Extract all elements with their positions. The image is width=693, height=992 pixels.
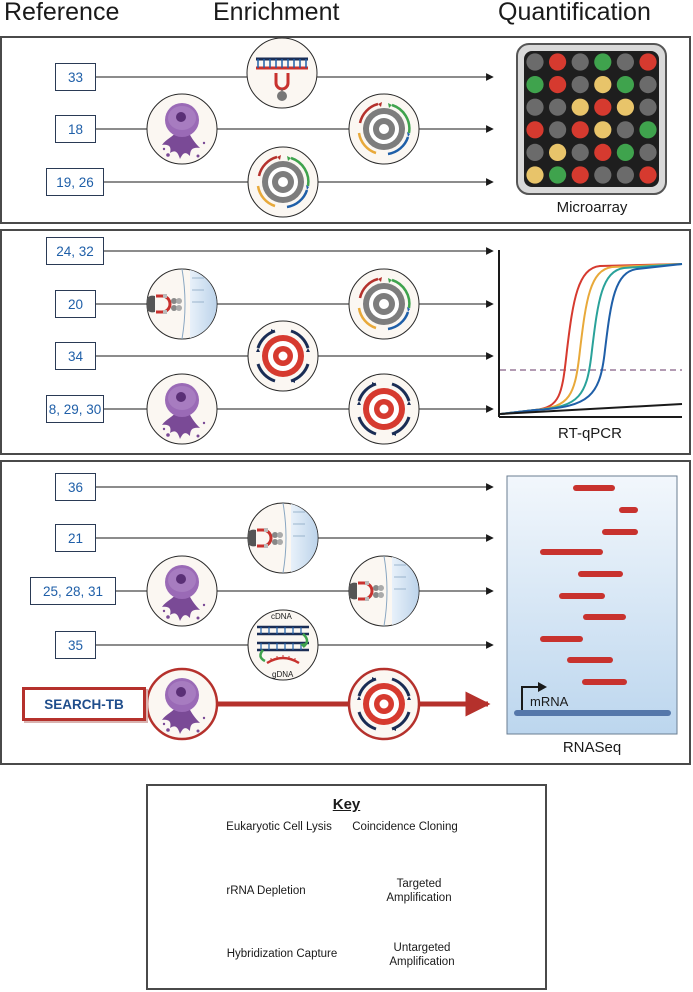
ref-box: 18 bbox=[55, 115, 96, 143]
microarray-spot bbox=[616, 143, 635, 161]
ref-box: 25, 28, 31 bbox=[30, 577, 116, 605]
qpcr-plot bbox=[498, 250, 683, 418]
microarray-spot bbox=[639, 53, 657, 71]
key-label-targeted-amplification: Targeted Amplification bbox=[386, 878, 452, 904]
microarray-spot bbox=[571, 98, 589, 116]
key-label-hybridization-capture: Hybridization Capture bbox=[226, 948, 338, 960]
microarray-spot bbox=[639, 143, 657, 161]
microarray-spot bbox=[639, 121, 657, 139]
targeted-amplification-icon bbox=[246, 319, 320, 393]
cell-lysis-icon bbox=[146, 555, 218, 627]
rnaseq-panel bbox=[506, 475, 678, 735]
microarray-spot bbox=[639, 166, 657, 184]
microarray-spot bbox=[549, 76, 567, 94]
untargeted-amplification-icon bbox=[347, 92, 421, 166]
microarray-spot bbox=[549, 121, 567, 139]
untargeted-amplification-icon bbox=[347, 267, 421, 341]
gdna-label: gDNA bbox=[272, 670, 294, 679]
microarray-spot bbox=[639, 76, 657, 94]
microarray-plate bbox=[516, 43, 667, 195]
ref-box: 19, 26 bbox=[46, 168, 104, 196]
key-label-coincidence-cloning: Coincidence Cloning bbox=[352, 821, 458, 833]
microarray-spot bbox=[549, 143, 567, 161]
microarray-spot bbox=[616, 98, 635, 116]
header-quantification: Quantification bbox=[498, 0, 651, 26]
key-title: Key bbox=[332, 796, 361, 813]
microarray-spot bbox=[639, 98, 657, 116]
rrna-depletion-icon bbox=[246, 501, 320, 575]
microarray-spot bbox=[526, 98, 544, 116]
targeted-amplification-icon bbox=[347, 372, 421, 446]
cell-lysis-icon bbox=[146, 373, 218, 445]
caption-rtqpcr: RT-qPCR bbox=[558, 425, 622, 442]
microarray-spot bbox=[571, 143, 589, 161]
microarray-spot bbox=[571, 76, 589, 94]
cell-lysis-icon bbox=[146, 93, 218, 165]
ref-box: 20 bbox=[55, 290, 96, 318]
hybridization-capture-icon bbox=[245, 36, 319, 110]
microarray-spot bbox=[526, 143, 544, 161]
microarray-spot bbox=[526, 121, 544, 139]
caption-microarray: Microarray bbox=[556, 199, 628, 216]
search-tb-cell-icon bbox=[145, 667, 219, 741]
rrna-depletion-icon bbox=[145, 267, 219, 341]
ref-box: 21 bbox=[55, 524, 96, 552]
microarray-spot bbox=[594, 121, 612, 139]
search-tb-box: SEARCH-TB bbox=[22, 687, 146, 721]
microarray-spot bbox=[571, 166, 589, 184]
microarray-spot bbox=[526, 166, 544, 184]
microarray-spot bbox=[549, 166, 567, 184]
microarray-spot bbox=[616, 53, 635, 71]
cdna-label: cDNA bbox=[271, 612, 292, 621]
ref-box: 36 bbox=[55, 473, 96, 501]
microarray-spot bbox=[549, 98, 567, 116]
microarray-spot bbox=[594, 76, 612, 94]
microarray-spot bbox=[526, 76, 544, 94]
key-label-cell-lysis: Eukaryotic Cell Lysis bbox=[226, 821, 332, 833]
rrna-depletion-icon bbox=[347, 554, 421, 628]
microarray-spot bbox=[594, 166, 612, 184]
ref-box: 8, 29, 30 bbox=[46, 395, 104, 423]
ref-box: 24, 32 bbox=[46, 237, 104, 265]
microarray-spot bbox=[594, 98, 612, 116]
microarray-spot bbox=[616, 166, 635, 184]
untargeted-amplification-icon bbox=[246, 145, 320, 219]
microarray-spot bbox=[616, 121, 635, 139]
header-enrichment: Enrichment bbox=[213, 0, 340, 26]
microarray-spot bbox=[526, 53, 544, 71]
search-tb-targeted-amplification-icon bbox=[347, 667, 421, 741]
microarray-spot bbox=[571, 121, 589, 139]
microarray-spot bbox=[616, 76, 635, 94]
mrna-label: mRNA bbox=[530, 694, 569, 709]
ref-box: 34 bbox=[55, 342, 96, 370]
caption-rnaseq: RNASeq bbox=[562, 739, 622, 756]
microarray-spot bbox=[571, 53, 589, 71]
ref-box: 35 bbox=[55, 631, 96, 659]
ref-box: 33 bbox=[55, 63, 96, 91]
key-label-rrna-depletion: rRNA Depletion bbox=[226, 885, 306, 897]
header-reference: Reference bbox=[4, 0, 120, 26]
key-label-untargeted-amplification: Untargeted Amplification bbox=[389, 942, 455, 968]
microarray-spot bbox=[594, 143, 612, 161]
microarray-spot bbox=[594, 53, 612, 71]
key-box: Key bbox=[146, 784, 547, 990]
microarray-spot bbox=[549, 53, 567, 71]
